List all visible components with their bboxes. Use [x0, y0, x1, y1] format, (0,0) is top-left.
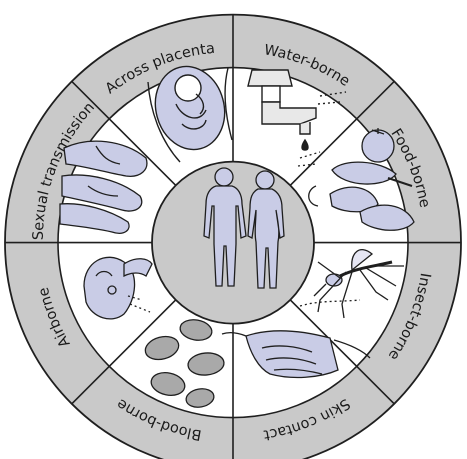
transmission-wheel: Across placenta Water-borne Food-borne I… [0, 0, 467, 459]
